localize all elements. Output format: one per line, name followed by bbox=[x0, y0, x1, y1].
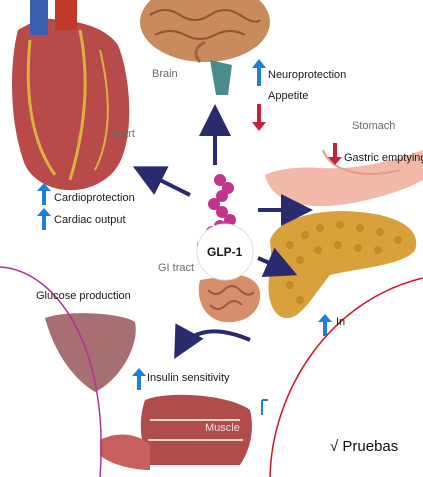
organ-label-heart: Heart bbox=[108, 128, 135, 140]
effect-glucose-production: Glucose production bbox=[36, 290, 131, 302]
effect-gastric-emptying: Gastric emptying bbox=[344, 152, 423, 164]
effect-cardiac-output: Cardiac output bbox=[54, 214, 126, 226]
organ-label-brain: Brain bbox=[152, 68, 178, 80]
organ-label-muscle: Muscle bbox=[205, 422, 240, 434]
brain-illustration bbox=[140, 0, 270, 95]
hormone-label: GLP-1 bbox=[207, 245, 242, 259]
heart-illustration bbox=[12, 0, 129, 190]
effect-cardioprotection: Cardioprotection bbox=[54, 192, 135, 204]
effect-insulin-sensitivity: Insulin sensitivity bbox=[147, 372, 230, 384]
effect-insulin-partial: In bbox=[336, 316, 345, 328]
organ-label-stomach: Stomach bbox=[352, 120, 395, 132]
effect-neuroprotection: Neuroprotection bbox=[268, 69, 346, 81]
gi-tract-illustration bbox=[199, 275, 260, 322]
organ-label-gi-tract: GI tract bbox=[158, 262, 194, 274]
pruebas-text: √ Pruebas bbox=[330, 438, 398, 455]
effect-appetite: Appetite bbox=[268, 90, 308, 102]
